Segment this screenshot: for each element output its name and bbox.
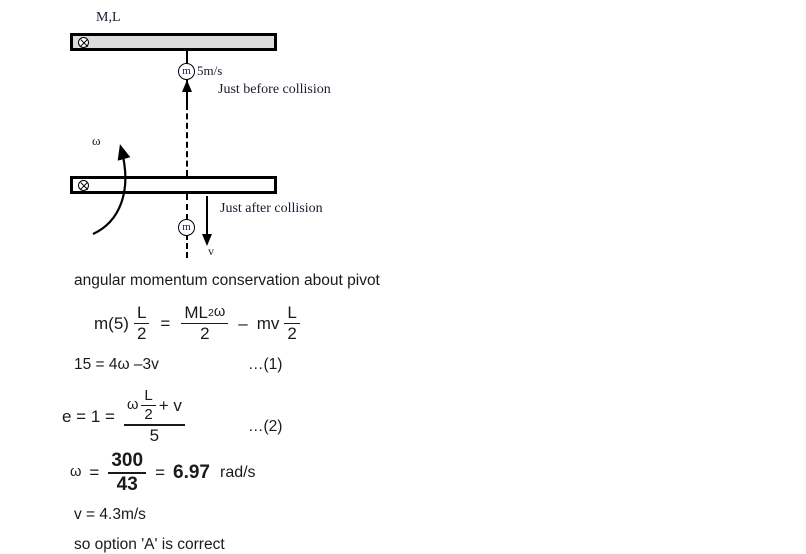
physics-figure: M,L m 5m/s Just before collision ω m v J… <box>0 0 806 268</box>
conclusion-text: so option 'A' is correct <box>74 536 225 553</box>
eq3-fraction: 300 43 <box>108 450 147 495</box>
fraction-bar <box>123 424 185 426</box>
eq1-rhs-second-fraction: L 2 <box>284 303 300 344</box>
caption-after-collision: Just after collision <box>220 201 323 216</box>
equation-1-simplified: 15 = 4ω –3v <box>74 356 159 373</box>
pivot-icon <box>78 37 89 48</box>
fraction-bar <box>108 471 147 474</box>
eq2-omega: ω <box>126 396 139 413</box>
eq1-rhs2-denominator: 2 <box>287 324 297 344</box>
eq2-inner-numerator: L <box>144 387 153 404</box>
eq2-inner-denominator: 2 <box>144 406 153 424</box>
eq2-plus-v: + v <box>158 395 182 415</box>
velocity-arrow-down-icon <box>202 234 212 246</box>
equation-omega-result: ω = 300 43 = 6.97 rad/s <box>68 451 258 494</box>
trajectory-line-segment <box>186 51 188 65</box>
pivot-icon <box>78 180 89 191</box>
speed-label: 5m/s <box>197 63 223 78</box>
velocity-arrow-up-icon <box>182 80 192 92</box>
eq1-rhs-ml: ML <box>184 303 208 322</box>
eq2-main-fraction: ω L 2 + v 5 <box>123 388 185 445</box>
rod-before-collision <box>70 33 277 51</box>
equation-restitution: e = 1 = ω L 2 + v 5 <box>60 388 188 445</box>
equation-1-reference: …(1) <box>248 356 283 373</box>
eq1-mv-term: mv <box>256 314 280 334</box>
eq3-equals-2: = <box>155 463 165 483</box>
velocity-arrow-shaft <box>206 196 208 238</box>
eq3-numerator: 300 <box>111 450 144 471</box>
eq3-denominator: 43 <box>116 473 138 495</box>
trajectory-dashed-segment <box>186 234 188 258</box>
eq1-rhs-denominator: 2 <box>200 324 210 344</box>
mass-after-collision: m <box>178 219 195 236</box>
eq3-equals-1: = <box>89 463 100 483</box>
omega-label: ω <box>92 133 101 148</box>
fraction-bar <box>181 322 229 325</box>
rod-property-label: M,L <box>96 10 121 25</box>
caption-before-collision: Just before collision <box>218 82 331 97</box>
trajectory-dashed-segment <box>186 104 188 176</box>
eq2-numerator: ω L 2 + v <box>124 388 185 423</box>
mass-before-collision: m <box>178 63 195 80</box>
eq1-minus: – <box>238 314 248 334</box>
eq2-inner-fraction: L 2 <box>141 387 156 424</box>
equation-2-reference: …(2) <box>248 418 283 435</box>
fraction-bar <box>141 404 156 407</box>
eq1-rhs-omega: ω <box>213 304 226 321</box>
angular-velocity-arrow-icon <box>92 144 131 235</box>
eq1-lhs-numerator: L <box>136 303 147 322</box>
velocity-result: v = 4.3m/s <box>74 506 146 523</box>
rod-after-collision <box>70 176 277 194</box>
trajectory-dashed-segment <box>186 194 188 220</box>
eq3-unit: rad/s <box>219 463 256 481</box>
eq1-rhs2-numerator: L <box>287 303 297 322</box>
eq2-denominator: 5 <box>149 425 160 445</box>
eq2-lhs: e = 1 = <box>62 406 115 426</box>
eq1-equals: = <box>160 314 171 334</box>
eq1-lhs-mass-term: m(5) <box>94 314 129 334</box>
eq3-omega: ω <box>70 464 82 481</box>
eq1-lhs-denominator: 2 <box>136 324 147 344</box>
fraction-bar <box>284 322 300 325</box>
solution-heading: angular momentum conservation about pivo… <box>74 272 380 289</box>
eq1-lhs-fraction: L 2 <box>133 303 150 344</box>
eq3-value: 6.97 <box>173 462 210 484</box>
fraction-bar <box>133 322 150 325</box>
v-label: v <box>208 244 214 258</box>
